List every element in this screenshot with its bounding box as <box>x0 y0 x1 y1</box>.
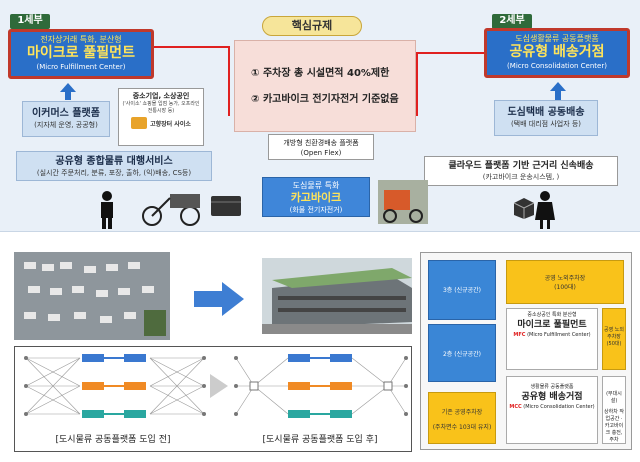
mcc-en: (Micro Consolidation Center) <box>507 62 607 70</box>
arrow-up-left <box>60 83 76 92</box>
person-left-icon <box>101 191 113 229</box>
mcc-floor-title: 공유형 배송거점 <box>521 392 583 402</box>
mcc-title: 공유형 배송거점 <box>509 44 605 60</box>
phase-tab-1: 1세부 <box>10 14 50 29</box>
sme-logo: 고향장터 사이소 <box>121 117 201 129</box>
parcel-box-icon <box>513 198 535 219</box>
mcc-box: 도심생활물류 공동플랫폼 공유형 배송거점 (Micro Consolidati… <box>484 28 630 78</box>
mfc-floor-en: (Micro Fulfillment Center) <box>527 332 591 338</box>
side-facility-sub: 상하차 작업공간 · 카고바이크 충전, 주차 <box>604 409 624 443</box>
side-facility-block: (부대시설) 상하차 작업공간 · 카고바이크 충전, 주차 <box>602 376 626 444</box>
shared-service-box: 공유형 종합물류 대행서비스 (실시간 주문처리, 분류, 포장, 출하, (익… <box>16 151 212 181</box>
cargo-bike-right-icon <box>383 190 423 223</box>
sme-box: 중소기업, 소상공인 ('사이소' 쇼핑몰 입점 농가, 오프라인 전통시장 등… <box>118 88 204 146</box>
connector-line-left-down <box>228 46 230 116</box>
mfc-sub: 전자상거래 특화, 분산형 <box>40 35 122 44</box>
city-delivery-box: 도심택배 공동배송 (택배 대리점 사업자 등) <box>494 100 598 136</box>
floor-1-block: 기존 공영주차장 (주차면수 103대 유지) <box>428 392 496 444</box>
floor-3-block: 3층 (신규공간) <box>428 260 496 320</box>
mfc-floor-tag: MFC <box>513 332 526 338</box>
cargo-sub: 도심물류 특화 <box>292 181 340 190</box>
connector-line-right <box>416 52 486 54</box>
floor-1-sub: (주차면수 103대 유지) <box>432 424 492 431</box>
cloud-delivery-box: 클라우드 플랫폼 기반 근거리 신속배송 (카고바이크 운송시스템, ) <box>424 156 618 186</box>
mfc-title: 마이크로 풀필먼트 <box>27 45 135 61</box>
shared-service-title: 공유형 종합물류 대행서비스 <box>55 156 173 167</box>
transition-arrow-icon <box>194 282 244 316</box>
phase-tab-2: 2세부 <box>492 14 532 29</box>
parking-building-image <box>262 258 412 334</box>
cargo-bike-box: 도심물류 특화 카고바이크 (화물 전기자전거) <box>262 177 370 217</box>
core-item-2: ② 카고바이크 전기자전거 기준없음 <box>251 94 399 105</box>
floor-3-label: 3층 (신규공간) <box>442 287 481 294</box>
cargo-basket-icon <box>211 196 241 216</box>
arrow-up-right-stem <box>555 91 561 100</box>
city-delivery-title: 도심택배 공동배송 <box>507 107 585 118</box>
parking-lot-image <box>14 252 170 340</box>
mfc-en: (Micro Fulfillment Center) <box>36 63 126 71</box>
network-before-caption: [도시물류 공동플랫폼 도입 전] <box>55 435 171 445</box>
ecommerce-title: 이커머스 플랫폼 <box>32 108 100 119</box>
mfc-floor-block: 중소상공인 특화 분산형 마이크로 풀필먼트 MFC (Micro Fulfil… <box>506 308 598 370</box>
ecommerce-platform-box: 이커머스 플랫폼 (지자체 운영, 공공형) <box>22 101 110 137</box>
parking-lot-photo <box>14 252 170 340</box>
floor-1-label: 기존 공영주차장 <box>441 409 483 416</box>
top-right-parking-sub: (100대) <box>554 284 576 291</box>
cloud-title: 클라우드 플랫폼 기반 근거리 신속배송 <box>448 161 594 171</box>
core-item-1: ① 주차장 총 시설면적 40%제한 <box>251 68 390 79</box>
sme-sub: ('사이소' 쇼핑몰 입점 농가, 오프라인 전통시장 등) <box>122 101 200 114</box>
network-after-diagram <box>234 354 408 418</box>
city-delivery-sub: (택배 대리점 사업자 등) <box>510 120 582 128</box>
floor-2-block: 2층 (신규공간) <box>428 324 496 382</box>
mfc-box: 전자상거래 특화, 분산형 마이크로 풀필먼트 (Micro Fulfillme… <box>8 29 154 79</box>
cargo-bike-photo <box>378 180 428 224</box>
arrow-up-left-stem <box>65 92 71 100</box>
openflex-title: 개방형 친환경배송 플랫폼 <box>283 139 359 147</box>
cargo-bike-left-icon <box>142 194 200 226</box>
mcc-sub: 도심생활물류 공동플랫폼 <box>515 34 599 43</box>
sme-logo-text: 고향장터 사이소 <box>150 120 191 128</box>
arrow-up-right <box>550 82 566 91</box>
network-before-diagram <box>24 354 206 418</box>
ecommerce-sub: (지자체 운영, 공공형) <box>34 121 98 129</box>
shared-service-sub: (실시간 주문처리, 분류, 포장, 출하, (익)배송, CS등) <box>36 169 192 177</box>
connector-line-left <box>140 46 230 48</box>
person-right-icon <box>535 191 555 229</box>
mid-right-parking-label: 공영 노외주차장 <box>604 327 624 340</box>
network-arrow-icon <box>210 374 228 398</box>
mcc-floor-tag: MCC <box>509 404 522 410</box>
mcc-floor-block: 생활물류 공동플랫폼 공유형 배송거점 MCC (Micro Consolida… <box>506 376 598 444</box>
core-regulation-box: ① 주차장 총 시설면적 40%제한 ② 카고바이크 전기자전거 기준없음 <box>234 40 416 132</box>
mcc-floor-en: (Micro Consolidation Center) <box>523 404 595 410</box>
cargo-title: 카고바이크 <box>290 191 342 204</box>
sme-title: 중소기업, 소상공인 <box>132 92 190 100</box>
top-right-parking-block: 공영 노외주차장 (100대) <box>506 260 624 304</box>
saiso-logo-icon <box>131 117 148 129</box>
mfc-floor-title: 마이크로 풀필먼트 <box>517 320 587 330</box>
openflex-sub: (Open Flex) <box>300 149 342 157</box>
openflex-box: 개방형 친환경배송 플랫폼 (Open Flex) <box>268 134 374 160</box>
side-facility-title: (부대시설) <box>606 391 622 404</box>
network-diagram-frame <box>14 346 412 452</box>
top-right-parking-label: 공영 노외주차장 <box>544 275 586 282</box>
mid-right-parking-block: 공영 노외주차장 (50대) <box>602 308 626 370</box>
mid-right-parking-sub: (50대) <box>606 341 622 347</box>
cloud-sub: (카고바이크 운송시스템, ) <box>482 173 560 181</box>
cargo-small: (화물 전기자전거) <box>289 206 343 214</box>
core-regulation-title: 핵심규제 <box>262 16 362 36</box>
floor-2-label: 2층 (신규공간) <box>442 351 481 358</box>
mfc-floor-sub: 중소상공인 특화 분산형 <box>527 312 577 318</box>
mcc-floor-sub: 생활물류 공동플랫폼 <box>530 384 574 390</box>
network-after-caption: [도시물류 공동플랫폼 도입 후] <box>262 435 378 445</box>
parking-building-photo <box>262 258 412 334</box>
connector-line-right-down <box>416 52 418 116</box>
